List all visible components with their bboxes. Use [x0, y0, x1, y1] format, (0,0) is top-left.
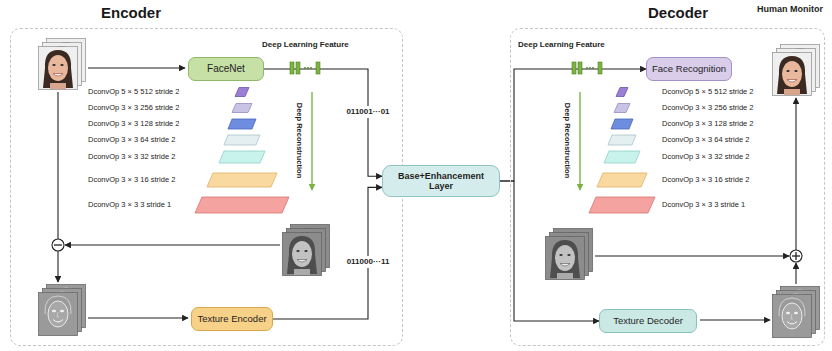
reconstruction-arrow [311, 92, 312, 190]
feature-dot [589, 67, 591, 69]
feature-dot [307, 67, 309, 69]
wire [57, 251, 58, 282]
connector [264, 69, 382, 176]
feature-bar [296, 62, 300, 74]
layer-label: DconvOp 3 × 3 128 stride 2 [662, 119, 754, 128]
feature-dot [304, 67, 306, 69]
feature-bar [578, 62, 582, 74]
encoder-panel: EncoderFaceNetTexture Encoder [10, 28, 403, 346]
decoded-faces [546, 229, 593, 280]
box-label: Face Recognition [652, 64, 726, 75]
layer-label: DconvOp 3 × 3 32 stride 2 [88, 152, 175, 161]
wire [57, 92, 58, 239]
layer-label: DconvOp 3 × 3 32 stride 2 [662, 152, 749, 161]
process-box: Face Recognition [646, 57, 732, 81]
monitor-faces [773, 45, 820, 96]
edge-label: 011001···01 [344, 106, 391, 118]
feature-dot [586, 67, 588, 69]
connector [500, 69, 646, 181]
box-label: Texture Encoder [197, 314, 266, 325]
layer-label: DconvOp 3 × 3 3 stride 1 [88, 200, 171, 209]
layer-label: DconvOp 3 × 3 16 stride 2 [662, 175, 749, 184]
input-faces [39, 39, 86, 90]
feature-bar [290, 62, 294, 74]
layer-label: DconvOp 5 × 5 512 stride 2 [662, 87, 754, 96]
wire [795, 98, 796, 250]
process-box: Base+Enhancement Layer [382, 165, 500, 197]
feature-bar [598, 62, 602, 74]
feature-label: Deep Learning Feature [518, 40, 605, 50]
layer-label: DconvOp 3 × 3 256 stride 2 [662, 103, 754, 112]
stage-label: Deep Reconstruction [296, 102, 305, 177]
box-label: Base+Enhancement Layer [388, 171, 494, 192]
residual-faces [39, 285, 86, 336]
wire [88, 317, 188, 318]
deconv-stack [589, 88, 655, 214]
add-symbol [790, 250, 802, 262]
reconstructed-faces [283, 225, 330, 276]
layer-label: DconvOp 3 × 3 128 stride 2 [88, 119, 180, 128]
wire [795, 263, 796, 284]
decoder-panel: DecoderFace RecognitionTexture Decoder [510, 28, 825, 346]
output-label: Human Monitor [757, 4, 823, 15]
reconstruction-arrow [579, 92, 580, 190]
deconv-stack [195, 88, 289, 214]
panel-heading: Encoder [101, 4, 161, 21]
connector [273, 187, 382, 319]
texture-faces [773, 287, 820, 338]
layer-label: DconvOp 3 × 3 64 stride 2 [662, 135, 749, 144]
layer-label: DconvOp 3 × 3 256 stride 2 [88, 103, 180, 112]
feature-dot [592, 67, 594, 69]
wire [700, 319, 770, 320]
subtract-symbol [52, 239, 64, 251]
wire [595, 255, 789, 256]
layer-label: DconvOp 3 × 3 64 stride 2 [88, 135, 175, 144]
feature-bar [572, 62, 576, 74]
stage-label: Deep Reconstruction [564, 102, 573, 177]
process-box: FaceNet [188, 57, 264, 81]
layer-label: DconvOp 3 × 3 3 stride 1 [662, 200, 745, 209]
connector [500, 181, 599, 321]
layer-label: DconvOp 5 × 5 512 stride 2 [88, 87, 180, 96]
wire [65, 244, 280, 245]
edge-label: 011000···11 [345, 256, 392, 268]
process-box: Texture Encoder [191, 307, 273, 331]
panel-heading: Decoder [648, 4, 708, 21]
box-label: FaceNet [207, 63, 245, 75]
layer-label: DconvOp 3 × 3 16 stride 2 [88, 175, 175, 184]
process-box: Texture Decoder [599, 309, 697, 333]
feature-label: Deep Learning Feature [262, 40, 349, 50]
feature-dot [310, 67, 312, 69]
wire [88, 67, 185, 68]
feature-bar [316, 62, 320, 74]
box-label: Texture Decoder [613, 316, 683, 327]
